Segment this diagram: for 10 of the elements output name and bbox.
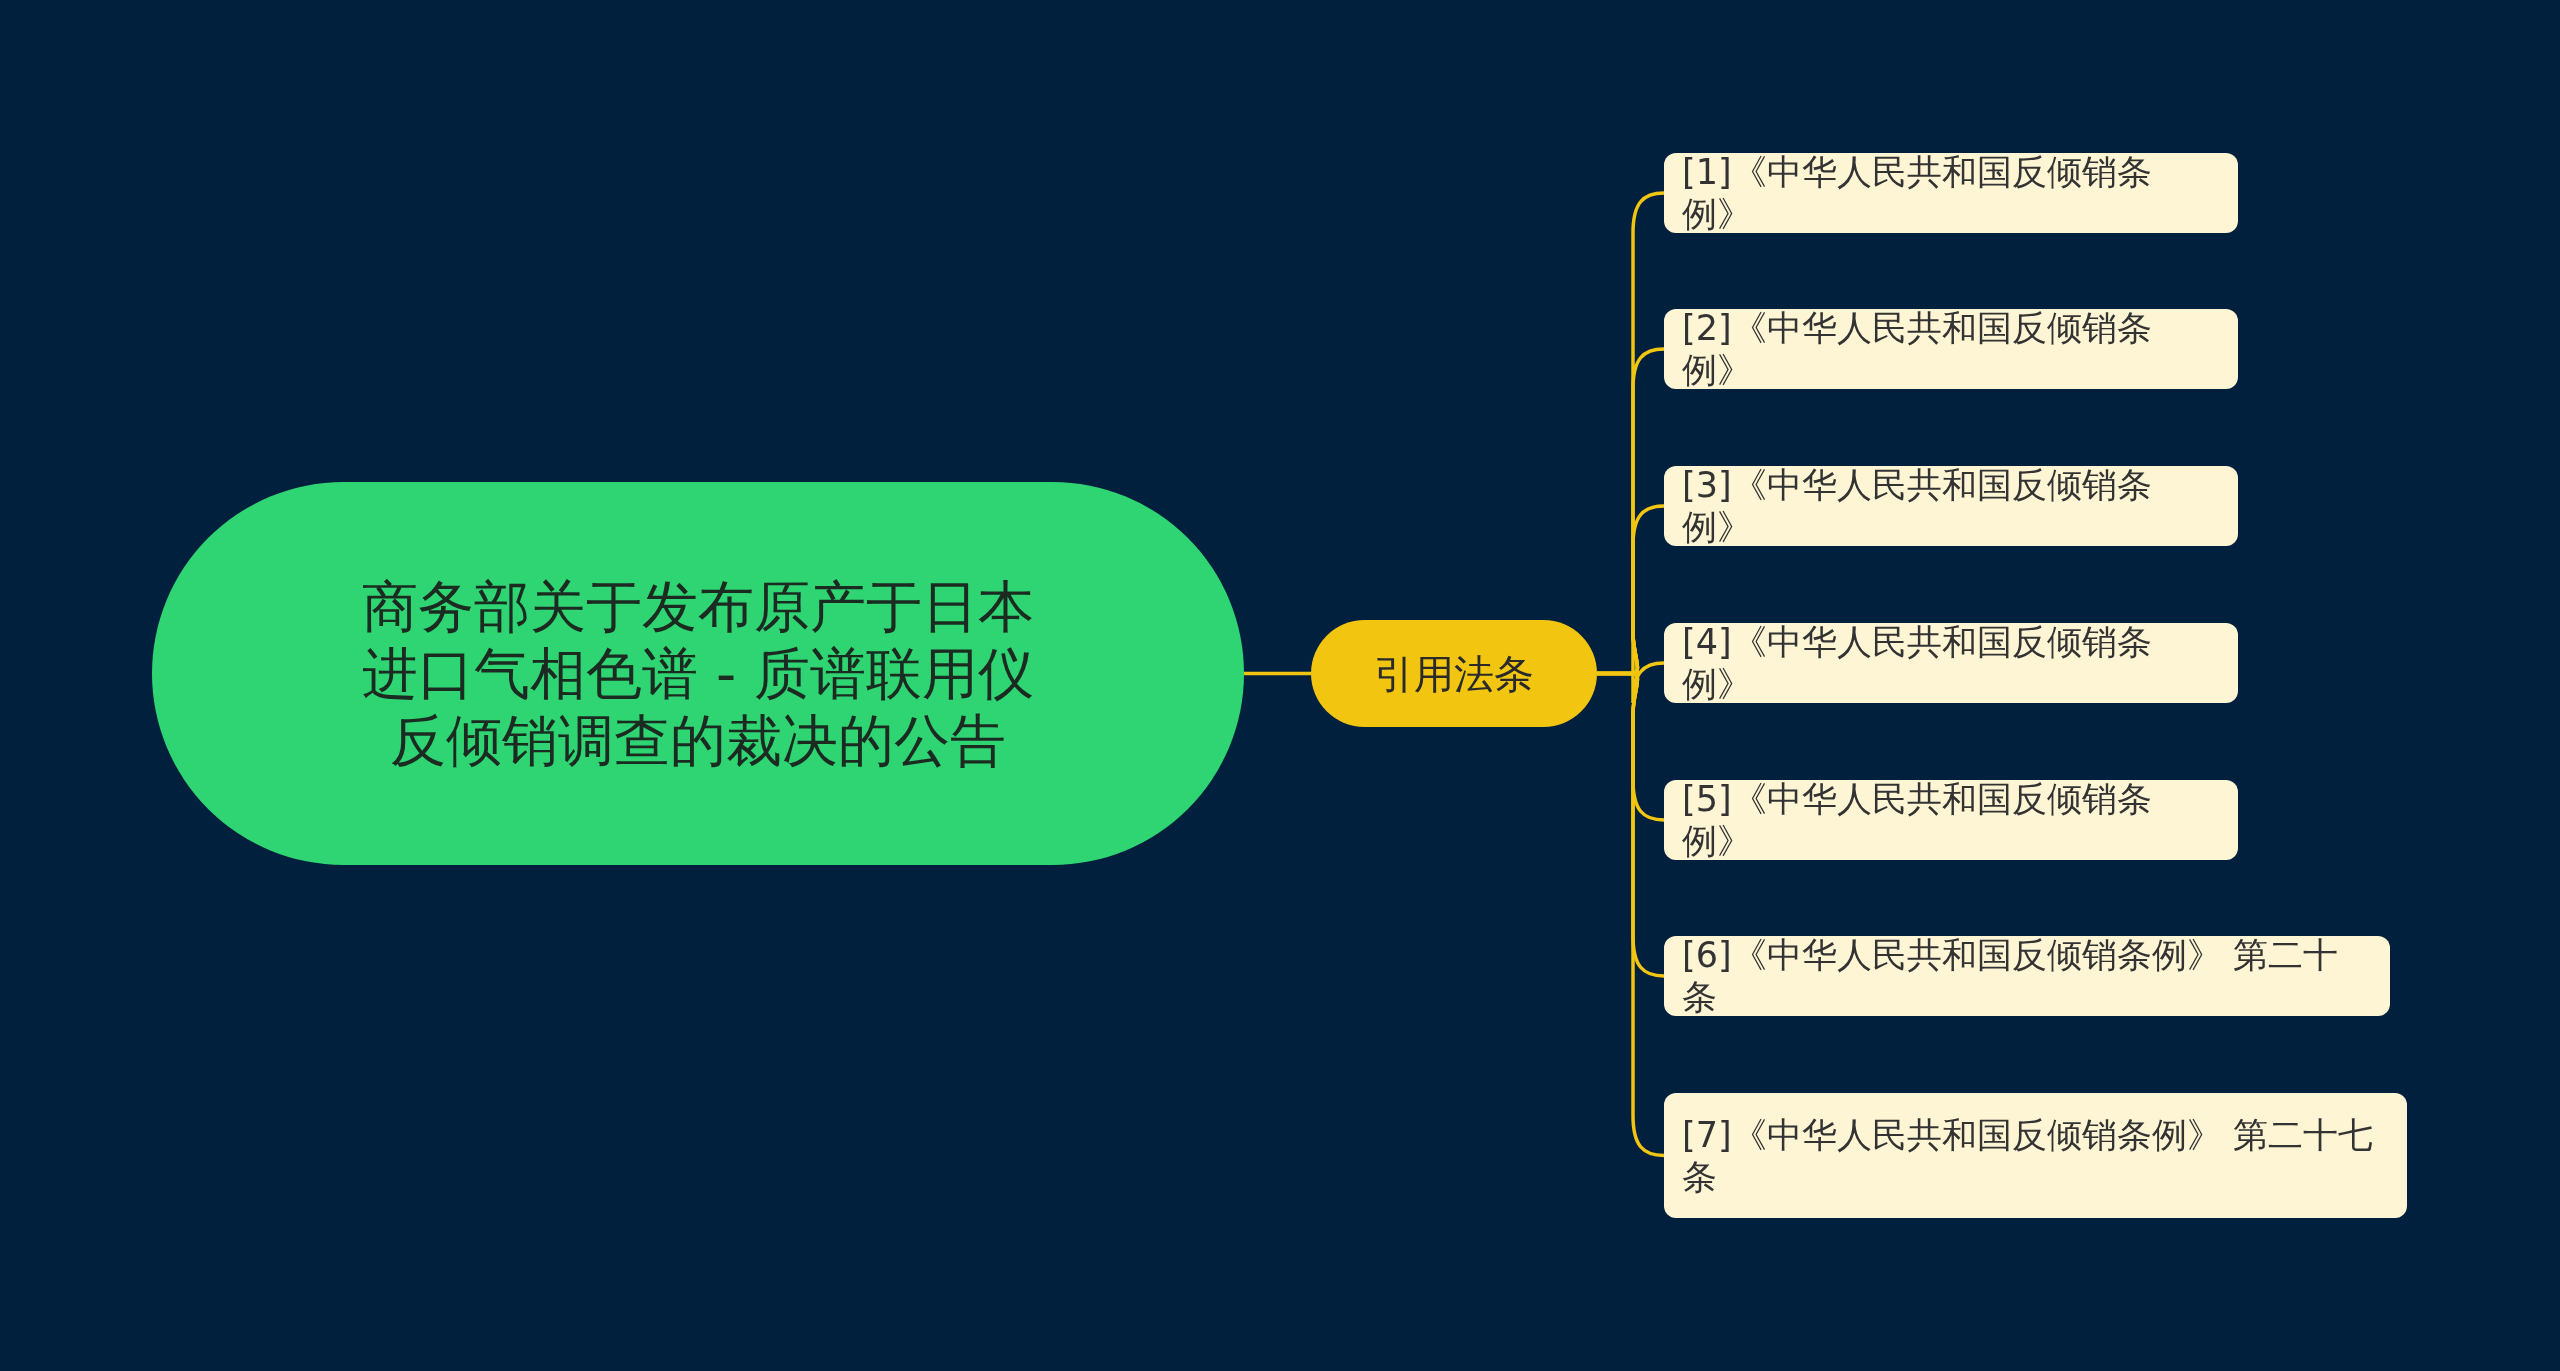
- connector-line: [1244, 671, 1311, 676]
- leaf-box: [7]《中华人民共和国反倾销条例》 第二十七条: [1664, 1093, 2407, 1218]
- topic-pill: 商务部关于发布原产于日本进口气相色谱 - 质谱联用仪反倾销调查的裁决的公告: [152, 482, 1244, 865]
- leaf-box: [3]《中华人民共和国反倾销条例》: [1664, 466, 2238, 546]
- leaf-box: [5]《中华人民共和国反倾销条例》: [1664, 780, 2238, 860]
- leaf-box: [2]《中华人民共和国反倾销条例》: [1664, 309, 2238, 389]
- leaf-box: [1]《中华人民共和国反倾销条例》: [1664, 153, 2238, 233]
- leaf-box: [6]《中华人民共和国反倾销条例》 第二十条: [1664, 936, 2390, 1016]
- leaf-box: [4]《中华人民共和国反倾销条例》: [1664, 623, 2238, 703]
- branch-pill: 引用法条: [1311, 620, 1597, 727]
